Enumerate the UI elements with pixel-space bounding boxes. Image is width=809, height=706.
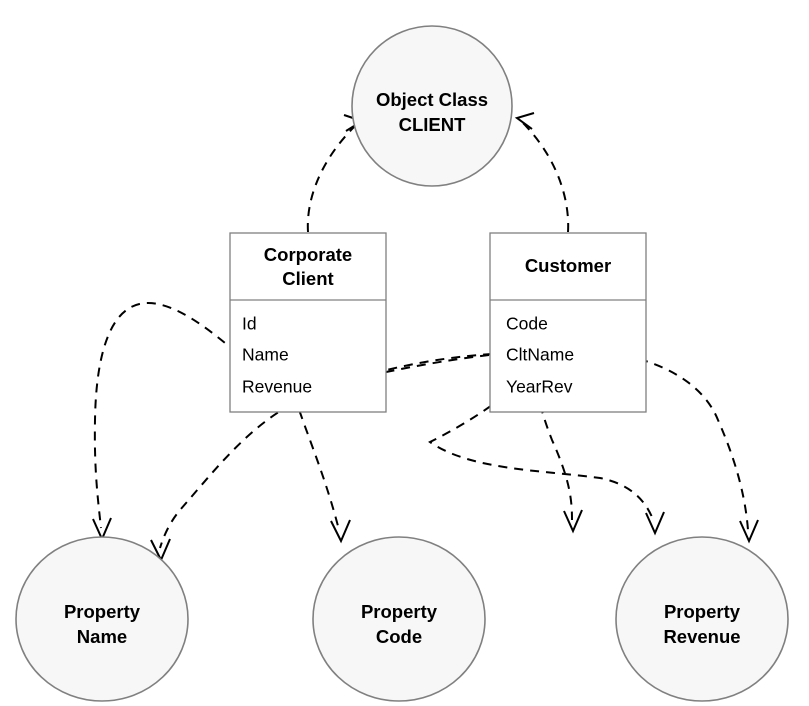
- corporate-client-attr-id[interactable]: Id: [242, 314, 257, 334]
- node-property-revenue[interactable]: Property Revenue: [615, 536, 789, 702]
- node-property-code[interactable]: Property Code: [312, 536, 486, 702]
- property-name-circle[interactable]: [15, 536, 189, 702]
- property-revenue-circle[interactable]: [615, 536, 789, 702]
- customer-box[interactable]: [489, 232, 647, 413]
- customer-attr-code[interactable]: Code: [506, 314, 548, 334]
- edge-customer-yearrev-to-property-revenue[interactable]: [428, 385, 665, 536]
- node-object-class-client[interactable]: Object Class CLIENT: [351, 25, 513, 187]
- property-name-label-line1: Property: [64, 601, 141, 622]
- corporate-client-attr-name[interactable]: Name: [242, 345, 289, 365]
- property-name-label-line2: Name: [77, 626, 127, 647]
- customer-attr-cltname[interactable]: CltName: [506, 345, 574, 365]
- object-class-label-line1: Object Class: [376, 89, 488, 110]
- property-revenue-label-line2: Revenue: [663, 626, 740, 647]
- customer-title: Customer: [525, 255, 611, 276]
- property-revenue-label-line1: Property: [664, 601, 741, 622]
- corporate-client-box[interactable]: [229, 232, 387, 413]
- edge-customer-code-to-property-code[interactable]: [525, 325, 583, 534]
- property-code-label-line2: Code: [376, 626, 422, 647]
- property-code-circle[interactable]: [312, 536, 486, 702]
- edge-corporate-name-to-property-name[interactable]: [92, 301, 238, 542]
- object-class-circle[interactable]: [351, 25, 513, 187]
- corporate-client-attr-revenue[interactable]: Revenue: [242, 377, 312, 397]
- object-class-label-line2: CLIENT: [399, 114, 467, 135]
- corporate-client-title-line2: Client: [282, 268, 333, 289]
- edge-corporate-client-to-client[interactable]: [306, 114, 365, 233]
- node-customer[interactable]: Customer Code CltName YearRev: [489, 232, 647, 413]
- property-code-label-line1: Property: [361, 601, 438, 622]
- edge-customer-to-client[interactable]: [514, 112, 570, 233]
- node-property-name[interactable]: Property Name: [15, 536, 189, 702]
- corporate-client-title-line1: Corporate: [264, 244, 352, 265]
- node-corporate-client[interactable]: Corporate Client Id Name Revenue: [229, 232, 387, 413]
- customer-attr-yearrev[interactable]: YearRev: [506, 377, 573, 397]
